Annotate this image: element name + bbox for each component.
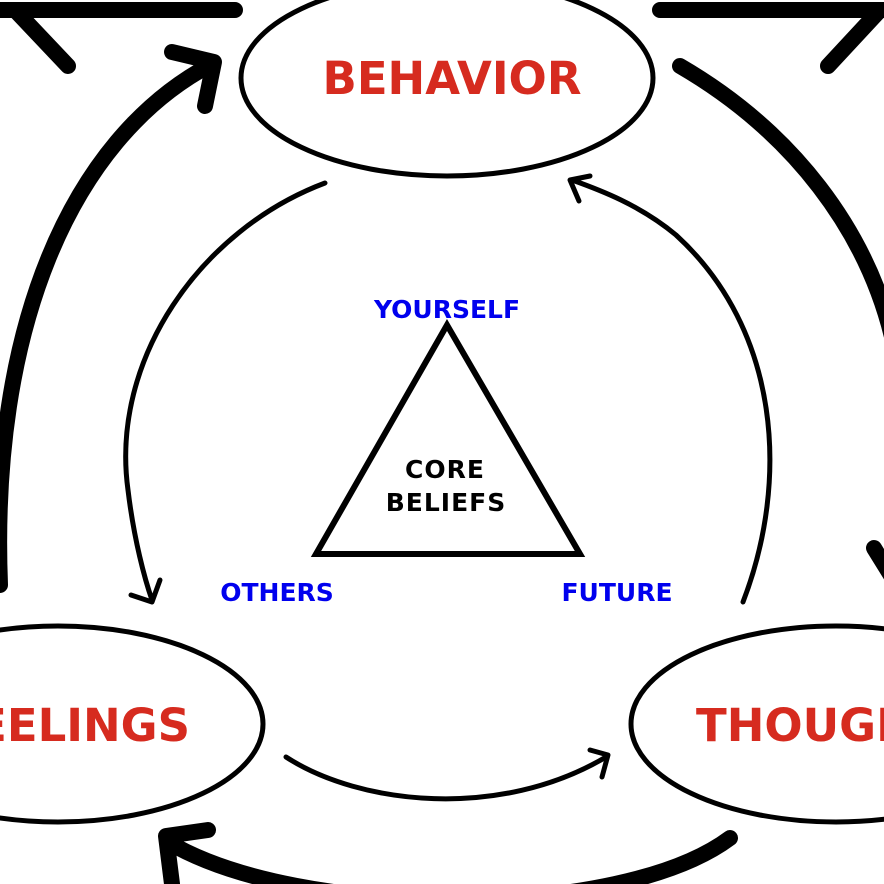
outer-arrow-top-right bbox=[652, 2, 884, 74]
inner-arc-behavior-to-feelings bbox=[123, 180, 328, 603]
inner-arrowhead-feelings bbox=[128, 577, 163, 605]
outer-arrowhead-behavior bbox=[164, 44, 222, 114]
core-label-line1: CORE bbox=[405, 455, 485, 484]
outer-arc-feelings-to-behavior bbox=[0, 57, 218, 593]
inner-cycle-arrows bbox=[123, 173, 773, 802]
vertex-label-yourself: YOURSELF bbox=[373, 295, 520, 324]
inner-arc-feelings-to-thoughts bbox=[283, 754, 609, 802]
outer-arrowhead-feelings bbox=[158, 822, 216, 884]
inner-arrowhead-thoughts bbox=[587, 747, 611, 780]
thoughts-node: THOUGHTS bbox=[628, 623, 884, 825]
thoughts-ellipse bbox=[628, 623, 884, 825]
outer-arc-behavior-to-thoughts bbox=[672, 58, 884, 339]
outer-arrow-top-left bbox=[0, 2, 243, 74]
behavior-node: BEHAVIOR bbox=[238, 0, 656, 179]
behavior-label: BEHAVIOR bbox=[323, 52, 582, 105]
vertex-label-future: FUTURE bbox=[561, 578, 672, 607]
outer-arc-thoughts-to-feelings bbox=[160, 830, 738, 884]
outer-arrow-right-fragment bbox=[866, 540, 884, 580]
vertex-label-others: OTHERS bbox=[220, 578, 334, 607]
thoughts-label: THOUGHTS bbox=[696, 699, 884, 752]
core-label-line2: BELIEFS bbox=[386, 488, 507, 517]
inner-arc-thoughts-to-behavior bbox=[569, 177, 773, 605]
core-beliefs-triangle: CORE BELIEFS bbox=[310, 318, 586, 557]
feelings-node: FEELINGS bbox=[0, 623, 266, 825]
feelings-label: FEELINGS bbox=[0, 699, 190, 752]
behavior-ellipse bbox=[238, 0, 656, 179]
inner-arrowhead-behavior bbox=[567, 173, 593, 204]
triangle-shape bbox=[310, 318, 586, 557]
feelings-ellipse bbox=[0, 623, 266, 825]
